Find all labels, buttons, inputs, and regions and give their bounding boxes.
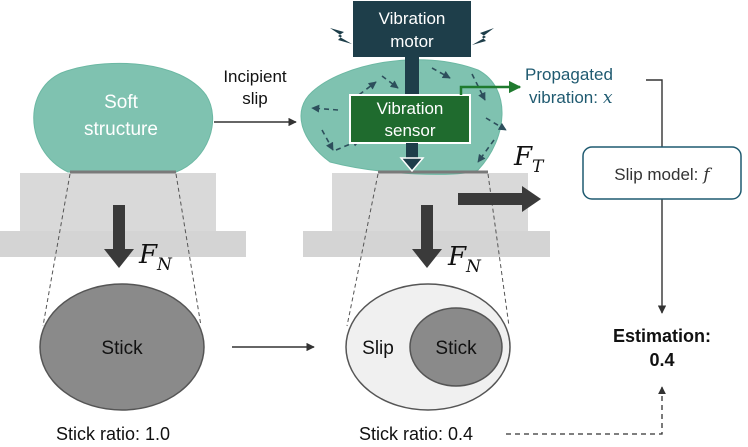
lightning-icon-left: [330, 28, 352, 44]
left-projection-line-l: [42, 173, 71, 327]
left-stick-label: Stick: [101, 338, 143, 359]
left-stick-ratio: Stick ratio: 1.0: [56, 424, 170, 444]
left-soft-label-1: Soft: [104, 92, 139, 113]
slip-label: slip: [242, 89, 268, 108]
left-normal-force-label: FN: [138, 240, 173, 275]
left-contact-area-stick: [39, 283, 205, 411]
propagated-label-1: Propagated: [525, 65, 613, 84]
sensor-output-arrow: [459, 80, 522, 95]
slip-model-box: [582, 146, 742, 200]
right-slip-label: Slip: [362, 338, 394, 359]
motor-label-2: motor: [390, 32, 434, 51]
left-setup: Soft structure FN Stick Stick ratio: 1.0: [0, 62, 246, 444]
estimation-label: Estimation:: [613, 326, 711, 346]
sensor-label-2: sensor: [384, 121, 435, 140]
sensor-down-arrow: [399, 143, 425, 173]
right-contact-area-stick: [409, 307, 503, 387]
propagated-label-2: vibration:x: [529, 88, 613, 108]
tangential-force-arrow: [458, 186, 541, 212]
right-projection-line-l: [346, 173, 379, 327]
left-soft-structure: [33, 62, 214, 173]
right-projection-line-r: [487, 173, 510, 327]
left-projection-line-r: [175, 173, 202, 327]
estimation-value: 0.4: [649, 350, 674, 370]
right-stick-ratio: Stick ratio: 0.4: [359, 424, 473, 444]
signal-to-model-line: [646, 79, 663, 147]
estimation-pipeline: Propagated vibration:x Slip model:f Esti…: [506, 65, 742, 435]
right-stick-label: Stick: [435, 338, 477, 359]
right-normal-force-arrow: [412, 205, 442, 268]
sensor-label-1: Vibration: [377, 99, 444, 118]
vibration-motor-box: [353, 1, 471, 57]
incipient-label: Incipient: [223, 67, 287, 86]
tangential-force-label: FT: [513, 142, 545, 177]
ratio-comparison-arrow: [506, 386, 666, 435]
vibration-sensor-box: [349, 94, 471, 144]
left-soft-label-2: structure: [84, 119, 158, 140]
slip-model-label: Slip model:f: [614, 165, 712, 185]
motor-label-1: Vibration: [379, 9, 446, 28]
right-normal-force-label: FN: [447, 242, 482, 277]
right-setup: Vibration motor Vibration sensor FN: [300, 1, 550, 444]
motor-shaft: [405, 57, 419, 95]
left-normal-force-arrow: [104, 205, 134, 268]
lightning-icon-right: [472, 28, 494, 45]
transition: Incipient slip: [214, 67, 315, 352]
